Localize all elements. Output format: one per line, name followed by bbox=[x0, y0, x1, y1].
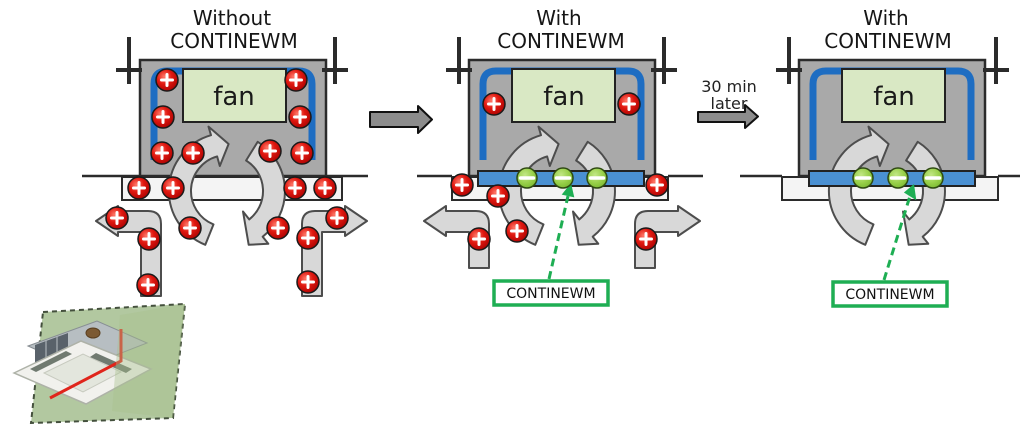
transition-arrow-1 bbox=[369, 105, 433, 134]
transition-arrow-2 bbox=[697, 104, 759, 129]
panel-title-line2: CONTINEWM bbox=[497, 29, 624, 53]
positive-ion bbox=[136, 226, 162, 252]
transition-30min: 30 min later bbox=[697, 77, 759, 129]
positive-ion bbox=[289, 140, 315, 166]
positive-ion bbox=[265, 215, 291, 241]
fan-box bbox=[511, 68, 616, 123]
cassette-panel-center bbox=[42, 353, 123, 393]
positive-ion bbox=[150, 104, 176, 130]
cassette-vent-left bbox=[30, 351, 72, 372]
panel-title-line1: Without bbox=[193, 6, 271, 30]
transition-label-line1: 30 min bbox=[701, 77, 757, 96]
fan-label: fan bbox=[543, 82, 585, 112]
cassette-fan-motor bbox=[85, 327, 101, 339]
positive-ion bbox=[104, 205, 130, 231]
positive-ion bbox=[154, 67, 180, 93]
hanger-bracket-right bbox=[981, 35, 1011, 86]
negative-ion bbox=[551, 166, 575, 190]
panel-with: fan CONTINEWM With CONTINEWM bbox=[417, 6, 703, 307]
positive-ion bbox=[180, 140, 206, 166]
panel-title-line2: CONTINEWM bbox=[170, 29, 297, 53]
ceiling-cassette-photo bbox=[12, 302, 187, 425]
filter-pointer-line bbox=[882, 195, 912, 281]
continewm-label-box bbox=[492, 279, 610, 307]
panel-with-later-particles bbox=[851, 166, 945, 190]
panel-title-line1: With bbox=[536, 6, 581, 30]
positive-ion bbox=[485, 183, 511, 209]
filter-pointer-arrowhead bbox=[561, 183, 575, 198]
positive-ion bbox=[466, 226, 492, 252]
fan-label: fan bbox=[873, 82, 915, 112]
continewm-label-text: CONTINEWM bbox=[506, 286, 595, 302]
negative-ion bbox=[851, 166, 875, 190]
section-plane-overlay bbox=[112, 304, 185, 418]
panel-title-line2: CONTINEWM bbox=[824, 29, 951, 53]
fan-box bbox=[841, 68, 946, 123]
cassette-vent-right bbox=[90, 353, 132, 373]
positive-ion bbox=[160, 175, 186, 201]
positive-ion bbox=[644, 172, 670, 198]
negative-ion bbox=[921, 166, 945, 190]
positive-ion bbox=[177, 215, 203, 241]
positive-ion bbox=[282, 175, 308, 201]
continewm-label-box bbox=[831, 280, 949, 308]
section-line bbox=[49, 329, 123, 400]
transition-label-line2: later bbox=[711, 94, 748, 113]
positive-ion bbox=[283, 67, 309, 93]
filter-pointer-line bbox=[547, 195, 570, 280]
positive-ion bbox=[295, 269, 321, 295]
positive-ion bbox=[312, 175, 338, 201]
positive-ion bbox=[616, 91, 642, 117]
panel-title-line1: With bbox=[863, 6, 908, 30]
positive-ion bbox=[149, 140, 175, 166]
cassette-grille bbox=[35, 333, 68, 364]
positive-ion bbox=[504, 218, 530, 244]
panel-with-later: fan CONTINEWM With CONTINEWM bbox=[740, 6, 1020, 308]
negative-ion bbox=[585, 166, 609, 190]
positive-ion bbox=[257, 138, 283, 164]
positive-ion bbox=[481, 91, 507, 117]
positive-ion bbox=[295, 225, 321, 251]
fan-box bbox=[182, 68, 287, 123]
positive-ion bbox=[135, 272, 161, 298]
positive-ion bbox=[126, 175, 152, 201]
hanger-bracket-left bbox=[114, 35, 144, 86]
filter-pointer-arrowhead bbox=[903, 184, 917, 201]
negative-ion bbox=[515, 166, 539, 190]
panel-without: fan Without CONTINEWM bbox=[82, 6, 368, 298]
fan-label: fan bbox=[213, 82, 255, 112]
positive-ion bbox=[324, 205, 350, 231]
positive-ion bbox=[287, 104, 313, 130]
positive-ion bbox=[633, 226, 659, 252]
negative-ion bbox=[886, 166, 910, 190]
continewm-label-text: CONTINEWM bbox=[845, 287, 934, 303]
ceiling-bar bbox=[121, 176, 343, 201]
positive-ion bbox=[449, 172, 475, 198]
